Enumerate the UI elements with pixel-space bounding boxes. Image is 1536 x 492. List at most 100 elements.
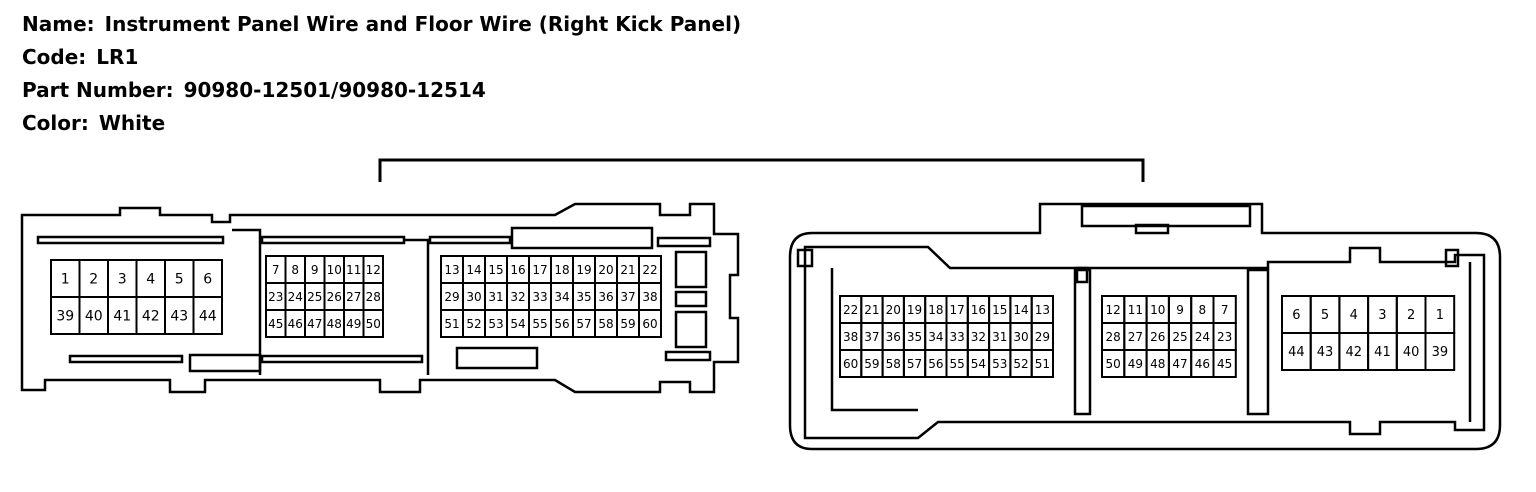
color-row: Color:White: [22, 107, 741, 140]
male-pin-51: 51: [444, 317, 459, 331]
male-pin-28: 28: [366, 290, 381, 304]
female-pin-50: 50: [1106, 357, 1121, 371]
male-top-rib-3: [428, 235, 512, 245]
male-pin-48: 48: [327, 317, 342, 331]
female-pin-56: 56: [928, 357, 943, 371]
female-pin-7: 7: [1221, 303, 1229, 317]
male-bottom-rib-2: [260, 354, 424, 364]
male-pin-60: 60: [642, 317, 657, 331]
male-pin-7: 7: [272, 263, 280, 277]
female-pin-21: 21: [864, 303, 879, 317]
male-bottom-rib-1: [68, 354, 184, 364]
male-bottom-tab-1: [188, 353, 262, 373]
female-pin-18: 18: [928, 303, 943, 317]
male-pin-53: 53: [488, 317, 503, 331]
name-row: Name:Instrument Panel Wire and Floor Wir…: [22, 8, 741, 41]
female-pin-1: 1: [1436, 308, 1444, 323]
female-pin-28: 28: [1106, 330, 1121, 344]
female-pin-14: 14: [1013, 303, 1028, 317]
male-top-rib-1: [36, 235, 225, 245]
male-pin-29: 29: [444, 290, 459, 304]
male-top-rib-2: [260, 235, 406, 245]
male-pin-57: 57: [576, 317, 591, 331]
male-pin-21: 21: [620, 263, 635, 277]
male-pin-24: 24: [288, 290, 303, 304]
part-number-row: Part Number:90980-12501/90980-12514: [22, 74, 741, 107]
female-pin-26: 26: [1150, 330, 1165, 344]
male-pin-52: 52: [466, 317, 481, 331]
female-cavity-51: [1030, 349, 1054, 378]
male-top-tab: [510, 226, 654, 250]
male-pin-44: 44: [199, 309, 217, 325]
male-cavity-60: [638, 309, 662, 338]
female-pin-35: 35: [907, 330, 922, 344]
female-pin-15: 15: [992, 303, 1007, 317]
male-pin-36: 36: [598, 290, 613, 304]
female-pin-3: 3: [1378, 308, 1386, 323]
female-divider-cap-1: [1075, 266, 1089, 284]
female-connector-housing: [788, 202, 1502, 451]
female-pin-8: 8: [1199, 303, 1207, 317]
male-pin-8: 8: [291, 263, 299, 277]
male-pin-16: 16: [510, 263, 525, 277]
part-number-label: Part Number:: [22, 78, 174, 102]
connector-info: Name:Instrument Panel Wire and Floor Wir…: [22, 8, 741, 140]
male-pin-42: 42: [142, 309, 160, 325]
code-row: Code:LR1: [22, 41, 741, 74]
female-pin-54: 54: [971, 357, 986, 371]
female-pin-20: 20: [886, 303, 901, 317]
male-pin-23: 23: [268, 290, 283, 304]
female-pin-44: 44: [1288, 345, 1305, 360]
female-pin-22: 22: [843, 303, 858, 317]
male-right-latch-bottom: [664, 350, 712, 362]
male-pin-13: 13: [444, 263, 459, 277]
female-pin-58: 58: [886, 357, 901, 371]
male-pin-39: 39: [56, 309, 74, 325]
male-pin-32: 32: [510, 290, 525, 304]
male-pin-15: 15: [488, 263, 503, 277]
female-pin-11: 11: [1128, 303, 1143, 317]
female-pin-19: 19: [907, 303, 922, 317]
male-pin-17: 17: [532, 263, 547, 277]
female-pin-49: 49: [1128, 357, 1143, 371]
male-pin-2: 2: [89, 272, 98, 288]
female-pin-47: 47: [1172, 357, 1187, 371]
female-pin-12: 12: [1106, 303, 1121, 317]
female-pin-57: 57: [907, 357, 922, 371]
male-pin-4: 4: [146, 272, 155, 288]
name-label: Name:: [22, 12, 95, 36]
male-side-slot-3: [674, 310, 708, 349]
male-pin-35: 35: [576, 290, 591, 304]
male-pin-46: 46: [288, 317, 303, 331]
female-pin-27: 27: [1128, 330, 1143, 344]
female-pin-55: 55: [950, 357, 965, 371]
female-pin-59: 59: [864, 357, 879, 371]
female-pin-52: 52: [1013, 357, 1028, 371]
female-pin-45: 45: [1217, 357, 1232, 371]
female-pin-31: 31: [992, 330, 1007, 344]
male-pin-33: 33: [532, 290, 547, 304]
female-pin-23: 23: [1217, 330, 1232, 344]
male-pin-26: 26: [327, 290, 342, 304]
female-inner-outline: [803, 245, 1486, 440]
male-side-slot-1: [674, 250, 708, 289]
female-pin-38: 38: [843, 330, 858, 344]
male-pin-49: 49: [346, 317, 361, 331]
male-bottom-tab-2: [455, 346, 539, 370]
female-pin-51: 51: [1035, 357, 1050, 371]
female-divider-2: [1246, 268, 1270, 416]
female-top-latch-notch: [1134, 223, 1170, 235]
female-pin-34: 34: [928, 330, 943, 344]
male-pin-11: 11: [346, 263, 361, 277]
female-pin-5: 5: [1321, 308, 1329, 323]
female-pin-13: 13: [1035, 303, 1050, 317]
female-pin-36: 36: [886, 330, 901, 344]
male-pin-34: 34: [554, 290, 569, 304]
male-pin-10: 10: [327, 263, 342, 277]
male-pin-59: 59: [620, 317, 635, 331]
male-pin-31: 31: [488, 290, 503, 304]
female-pin-37: 37: [864, 330, 879, 344]
male-pin-58: 58: [598, 317, 613, 331]
